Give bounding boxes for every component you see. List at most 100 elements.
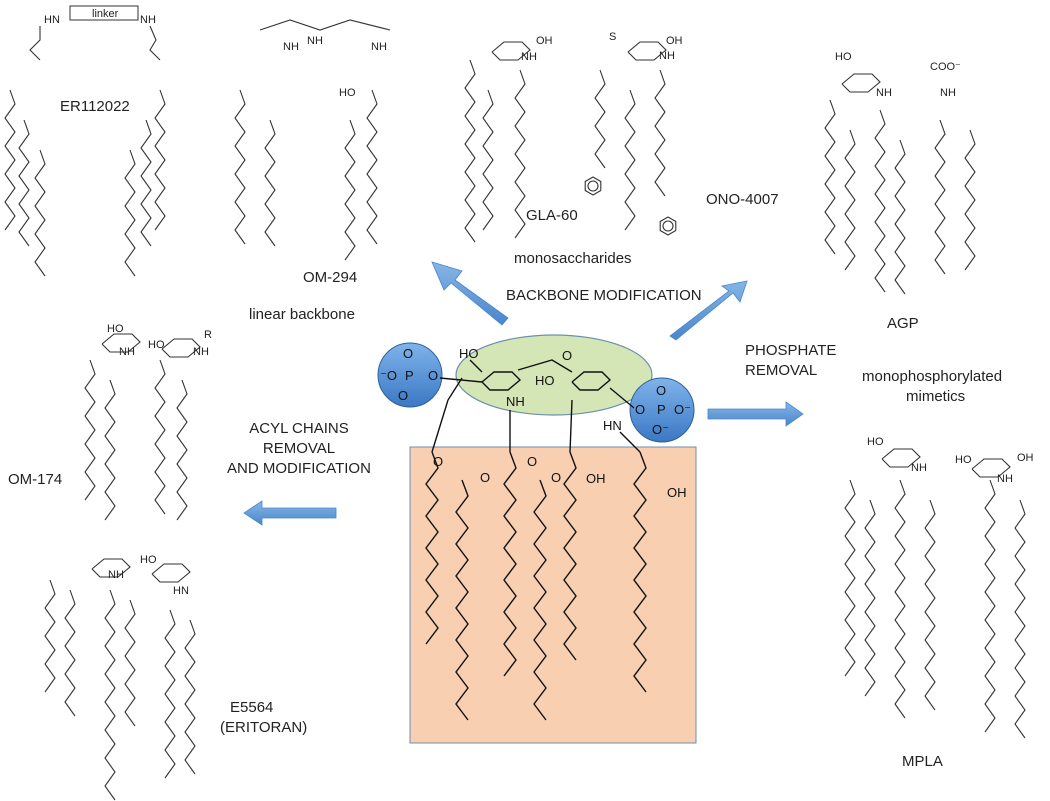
disaccharide-backbone-ellipse xyxy=(455,334,653,416)
label-agp: AGP xyxy=(887,315,919,332)
central-acyl-chain-4 xyxy=(533,479,547,721)
central-nh-label: NH xyxy=(506,394,525,409)
central-o-right: O xyxy=(635,402,645,417)
central-ho-bond xyxy=(469,359,483,373)
lipid-chain-box xyxy=(409,446,697,744)
side-acyl-chain-6 xyxy=(154,89,166,231)
central-acyl-chain-3 xyxy=(503,451,517,677)
agp-nh-label: NH xyxy=(876,87,892,99)
gla60-oh-label: OH xyxy=(536,35,553,47)
er-linker-right xyxy=(149,25,161,61)
phosphate-circle-left xyxy=(377,342,443,408)
label-ono4007: ONO-4007 xyxy=(706,191,779,208)
om294-nh-label: NH xyxy=(283,41,299,53)
side-acyl-chain-16 xyxy=(654,69,666,197)
side-acyl-chain-9 xyxy=(344,119,356,261)
side-acyl-chain-33 xyxy=(844,479,856,677)
side-acyl-chain-18 xyxy=(844,129,856,271)
side-acyl-chain-35 xyxy=(894,479,906,719)
label-e5564: E5564 xyxy=(230,699,274,716)
side-acyl-chain-21 xyxy=(934,119,946,275)
e5564-hn-label: HN xyxy=(173,585,189,597)
label-eritoran: (ERITORAN) xyxy=(220,719,308,736)
central-chain-link-3 xyxy=(569,399,573,453)
side-acyl-chain-7 xyxy=(234,89,246,245)
side-acyl-chain-36 xyxy=(924,499,936,711)
linker-box xyxy=(69,5,139,21)
side-acyl-chain-26 xyxy=(176,379,188,521)
side-acyl-chain-24 xyxy=(104,379,116,521)
mpla-sugar-ring-1 xyxy=(881,448,921,468)
side-acyl-chain-12 xyxy=(482,89,494,231)
central-oh-1: OH xyxy=(586,471,606,486)
side-acyl-chain-22 xyxy=(964,129,976,271)
phosphate-circle-right xyxy=(629,377,695,443)
mpla-ho-label: HO xyxy=(955,454,972,466)
central-o-top-left: O xyxy=(403,346,413,361)
central-o-ester-4: O xyxy=(551,470,561,485)
central-o-left: O xyxy=(428,368,438,383)
central-o-minus-bottom: O⁻ xyxy=(652,422,669,437)
side-acyl-chain-37 xyxy=(984,479,996,733)
mpla-nh-label: NH xyxy=(911,462,927,474)
arrow-backbone-right xyxy=(669,280,748,341)
e5564-sugar-ring-2 xyxy=(151,563,191,583)
arrow-phosphate-removal xyxy=(707,401,804,427)
om174-sugar-ring-2 xyxy=(161,338,201,358)
mpla-sugar-ring-2 xyxy=(971,458,1011,478)
side-acyl-chain-32 xyxy=(184,619,196,775)
label-backbone-modification: BACKBONE MODIFICATION xyxy=(506,287,702,304)
om294-n-label: NH xyxy=(307,35,323,47)
side-acyl-chain-1 xyxy=(4,89,16,231)
e5564-sugar-ring-1 xyxy=(91,558,131,578)
side-acyl-chain-3 xyxy=(34,149,46,277)
label-om174: OM-174 xyxy=(8,471,63,488)
gla60-sugar-ring xyxy=(491,41,531,61)
er-nh-label: NH xyxy=(140,14,156,26)
om174-ho2-label: HO xyxy=(148,339,165,351)
arrow-acyl-removal xyxy=(243,500,337,526)
er-hn-label: HN xyxy=(44,14,60,26)
side-acyl-chain-27 xyxy=(44,579,56,693)
side-acyl-chain-2 xyxy=(18,119,30,247)
label-and-modification: AND MODIFICATION xyxy=(227,460,371,477)
side-acyl-chain-17 xyxy=(824,99,836,255)
side-acyl-chain-38 xyxy=(1014,499,1026,739)
central-o-minus-right: O⁻ xyxy=(674,402,691,417)
ono-benzene-2 xyxy=(659,216,677,236)
linker-label: linker xyxy=(92,8,119,20)
e5564-nh-label: NH xyxy=(108,569,124,581)
central-acyl-chain-6 xyxy=(633,451,647,693)
side-acyl-chain-29 xyxy=(104,589,116,801)
ono-benzene-1 xyxy=(584,176,602,196)
central-o-ester-1: O xyxy=(433,454,443,469)
side-acyl-chain-11 xyxy=(464,59,476,243)
side-acyl-chain-15 xyxy=(624,89,636,231)
label-removal: REMOVAL xyxy=(745,362,818,379)
side-structures xyxy=(4,19,1026,801)
side-acyl-chain-8 xyxy=(264,119,276,247)
central-o-ester-3: O xyxy=(527,454,537,469)
central-o-bottom-left: O xyxy=(398,388,408,403)
label-acyl-chains: ACYL CHAINS xyxy=(249,420,349,437)
side-acyl-chain-25 xyxy=(154,359,166,515)
mpla-ho2-label: HO xyxy=(867,436,884,448)
agp-coo-label: COO⁻ xyxy=(930,61,961,73)
central-sugar-ring-left xyxy=(481,371,522,391)
mpla-oh-label: OH xyxy=(1017,452,1034,464)
agp-nh2-label: NH xyxy=(940,87,956,99)
central-glycosidic-link xyxy=(517,359,573,373)
central-structure xyxy=(425,359,647,721)
central-acyl-chain-1 xyxy=(425,451,439,645)
agp-sugar-ring xyxy=(841,73,881,93)
central-ho-label: HO xyxy=(459,346,479,361)
label-linear-backbone: linear backbone xyxy=(249,306,355,323)
central-acyl-chain-5 xyxy=(563,451,577,661)
om174-sugar-ring-1 xyxy=(101,333,141,353)
om174-ho-label: HO xyxy=(107,323,124,335)
central-ho2-label: HO xyxy=(535,373,555,388)
om294-nh2-label: NH xyxy=(371,41,387,53)
side-acyl-chain-19 xyxy=(874,109,886,293)
om294-ho-label: HO xyxy=(339,87,356,99)
